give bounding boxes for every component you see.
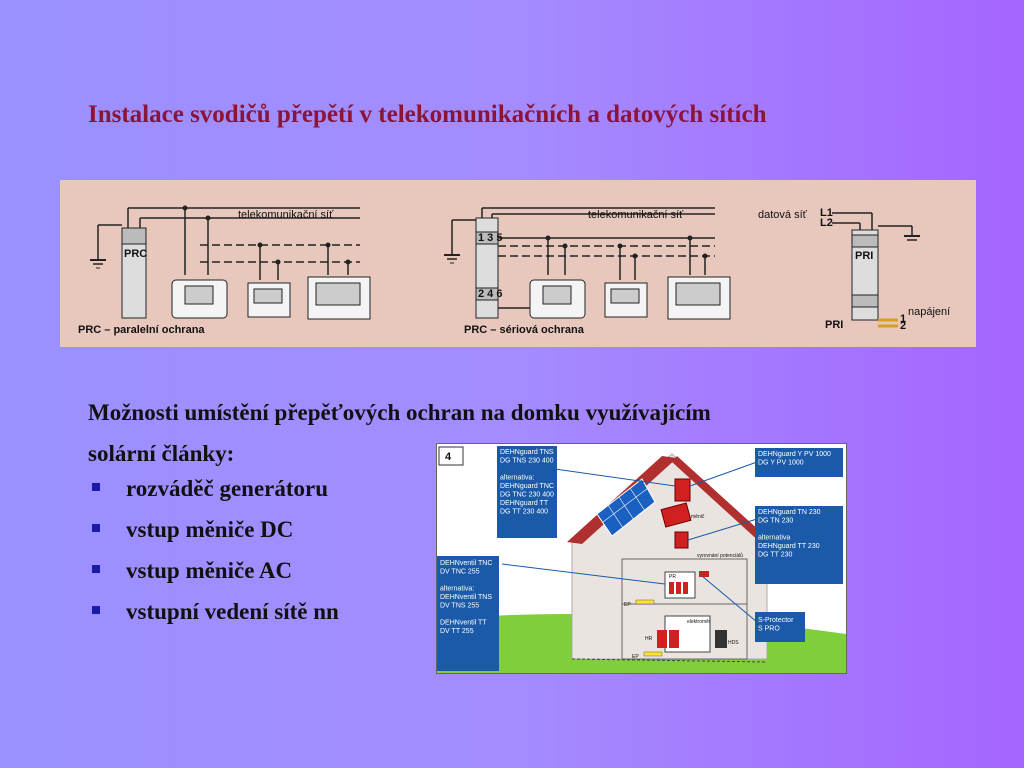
serial-protection-schematic: 1 3 5 2 4 6 (444, 207, 731, 336)
label-box-line: DG TN 230 (758, 518, 793, 525)
ep-bar-2 (643, 651, 663, 657)
label-box-line: DEHNguard TT 230 (758, 543, 820, 550)
subheading-line-1: Možnosti umístění přepěťových ochran na … (88, 400, 711, 425)
label-box-line: DV TNS 255 (440, 603, 479, 610)
subheading-line-2: solární články: (88, 441, 235, 466)
hr-label: HR (645, 636, 653, 642)
solar-panel-grid (602, 487, 649, 529)
bullet-item: rozváděč generátoru (88, 468, 339, 509)
label-box-ypv: DEHNguard Y PV 1000 DG Y PV 1000 (755, 448, 843, 477)
figure-number-box (438, 446, 464, 466)
device-ypv (674, 478, 691, 502)
rail-2-label: 2 (900, 320, 906, 332)
bullet-item: vstup měniče DC (88, 509, 339, 550)
bullet-square-icon (92, 565, 100, 573)
ep-bar-1 (635, 599, 655, 605)
potential-equalization-label: vyrovnání potenciálů (697, 552, 743, 559)
bullet-square-icon (92, 606, 100, 614)
solar-house-figure: měnič PR elektroměr HR HDS EP EP vyrovná… (436, 443, 847, 674)
label-box-line: DEHNguard TNC (500, 483, 554, 490)
label-box-line: DG TT 230 (758, 552, 792, 559)
hds-box (715, 630, 727, 648)
l1-label: L1 (820, 207, 833, 219)
l2-label: L2 (820, 217, 833, 229)
bullet-item: vstupní vedení sítě nn (88, 591, 339, 632)
parallel-protection-schematic: PRC telekomunikační síť (78, 205, 371, 336)
label-box-line: DG TT 230 400 (500, 509, 548, 516)
label-box-line: S-Protector (758, 617, 794, 624)
label-box-line: DEHNventil TNS (440, 594, 492, 601)
device-inverter (660, 502, 692, 528)
label-box-line: alternativa: (500, 475, 534, 482)
prc-parallel-label: PRC – paralelní ochrana (78, 324, 205, 336)
label-box-line: DG TNS 230 400 (500, 458, 554, 465)
label-box-line: S PRO (758, 626, 780, 633)
terminal-bottom-label: 2 4 6 (478, 288, 502, 300)
inverter-label: měnič (691, 514, 705, 520)
data-network-label: datová síť (758, 209, 808, 221)
meter-label: elektroměr (687, 619, 711, 625)
pri-label: PRI (825, 319, 843, 331)
pri-device-label: PRI (855, 250, 873, 262)
terminal-top-label: 1 3 5 (478, 232, 502, 244)
label-box-line: DEHNventil TT (440, 620, 487, 627)
prc-serial-label: PRC – sériová ochrana (464, 324, 585, 336)
figure-number: 4 (445, 451, 452, 463)
device-tn (674, 531, 689, 549)
pr-label: PR (669, 574, 676, 580)
callout-lines (501, 461, 758, 623)
label-box-tn: DEHNguard TN 230 DG TN 230 alternativaDEHN… (755, 506, 843, 584)
label-box-line: DG TNC 230 400 (500, 492, 554, 499)
slide-title: Instalace svodičů přepětí v telekomunika… (88, 101, 767, 128)
subheading: Možnosti umístění přepěťových ochran na … (88, 392, 888, 474)
label-box-line: DEHNguard TNS (500, 449, 554, 456)
label-box-line: alternativa: (440, 586, 474, 593)
telecom-protection-diagram: PRC telekomunikační síť (60, 180, 976, 347)
device-sprotector (699, 571, 709, 577)
telecom-network-label-2: telekomunikační síť (588, 209, 684, 221)
hds-label: HDS (728, 640, 739, 646)
data-network-schematic: datová síť L1 L2 PRI 1 2 napájení PRI (758, 207, 950, 332)
label-box-line: DEHNguard Y PV 1000 (758, 451, 831, 458)
telecom-network-label-1: telekomunikační síť (238, 209, 334, 221)
label-box-line: DEHNguard TT (500, 500, 549, 507)
label-box-line: DV TT 255 (440, 628, 474, 635)
ep-label-2: EP (632, 654, 639, 660)
label-box-line: DV TNC 255 (440, 569, 480, 576)
prc-device-label: PRC (124, 248, 147, 260)
label-box-line: DEHNguard TN 230 (758, 509, 821, 516)
bullet-square-icon (92, 483, 100, 491)
label-box-line: alternativa (758, 535, 790, 542)
power-label: napájení (908, 306, 950, 318)
label-box-line: DEHNventil TNC (440, 560, 492, 567)
bullet-item: vstup měniče AC (88, 550, 339, 591)
bullet-list: rozváděč generátoru vstup měniče DC vstu… (88, 468, 339, 632)
rail-1-label: 1 (900, 313, 906, 325)
label-box-line: DG Y PV 1000 (758, 460, 804, 467)
bullet-square-icon (92, 524, 100, 532)
label-box-sprotector: S-Protector S PRO (755, 612, 805, 642)
ep-label-1: EP (624, 602, 631, 608)
